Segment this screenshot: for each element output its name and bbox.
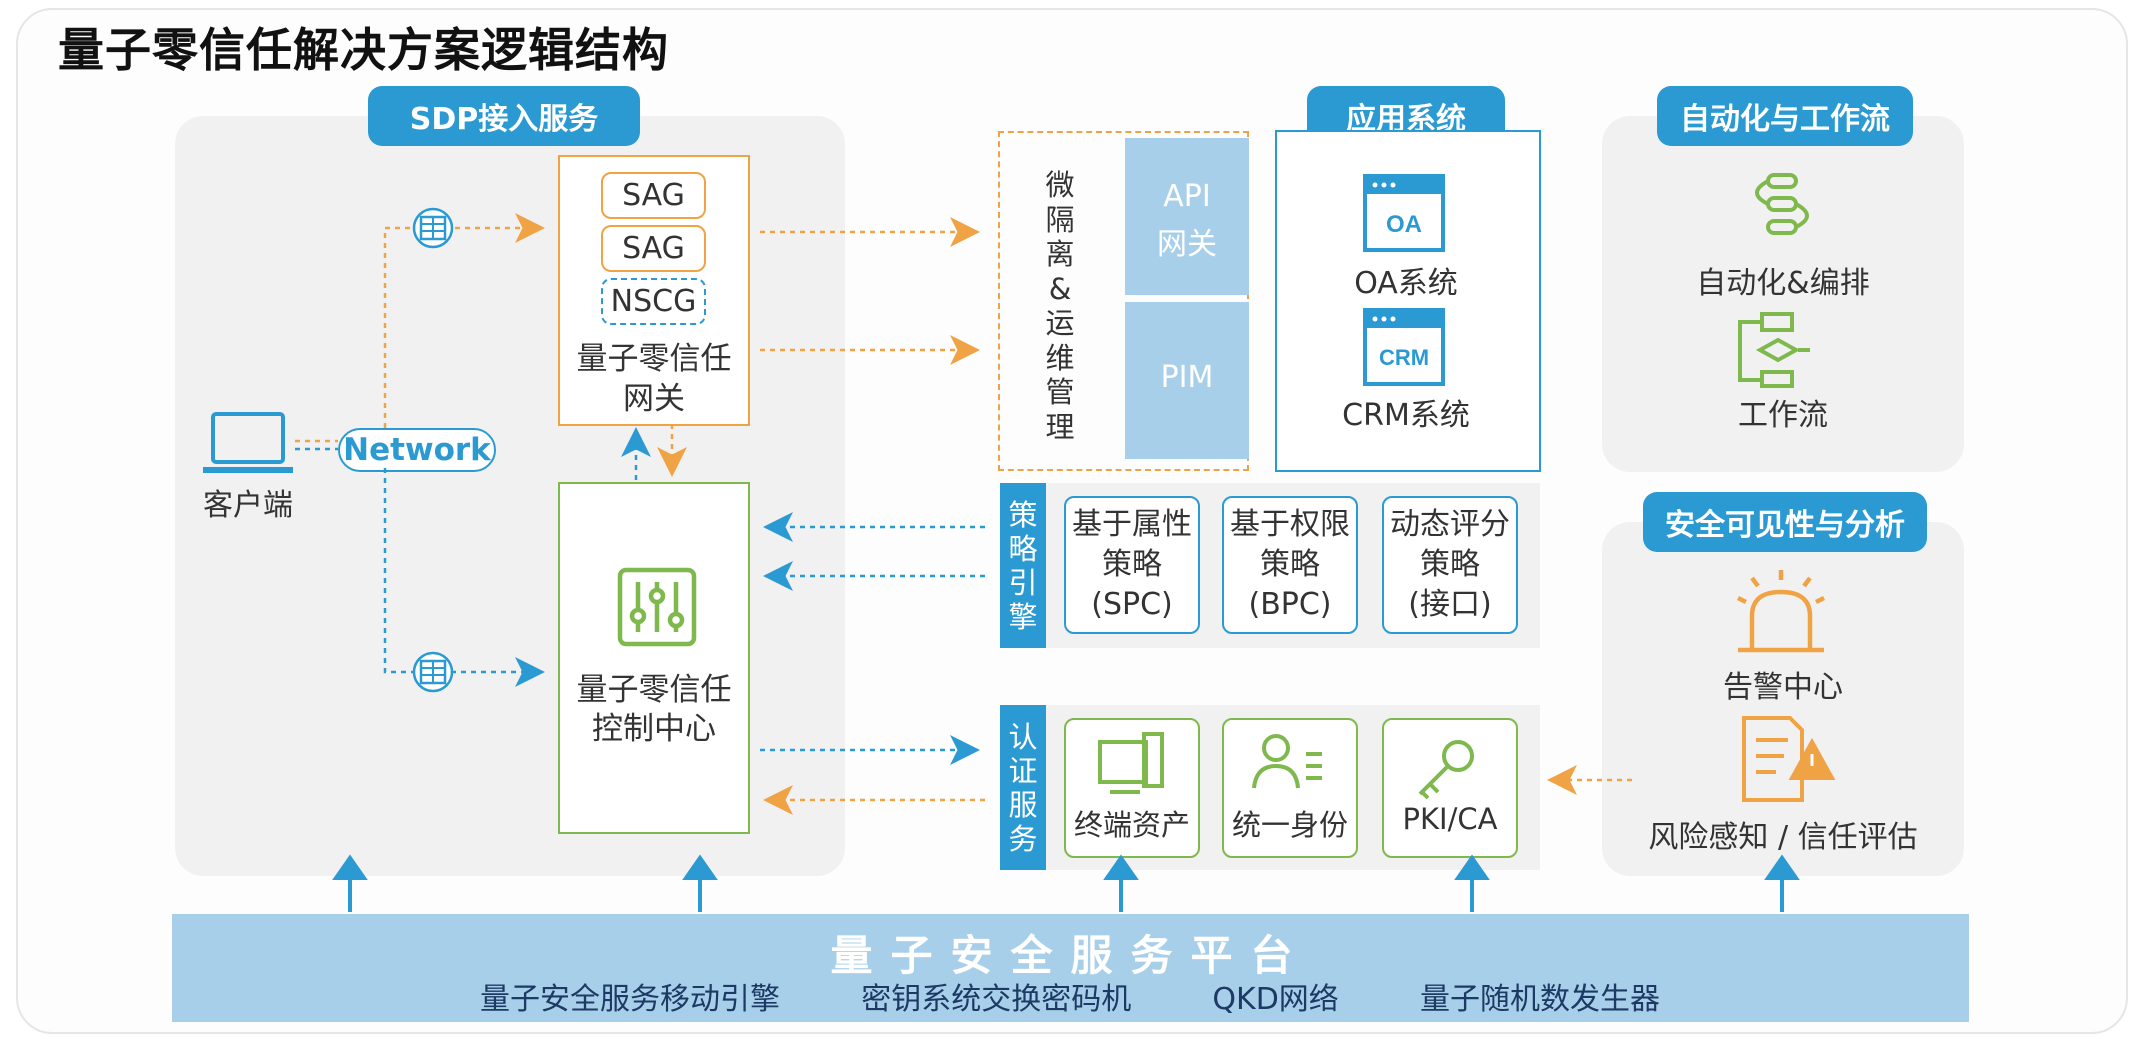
globe-icon	[412, 651, 454, 693]
nscg-box: NSCG	[601, 278, 706, 325]
network-gateway-line	[383, 213, 545, 428]
network-label: Network	[343, 432, 491, 468]
crm-window-icon: CRM	[1363, 308, 1445, 386]
platform-up-arrows	[332, 854, 1800, 912]
auth-tab-char: 认	[1008, 719, 1038, 754]
control-center-box	[558, 482, 750, 834]
key-icon	[1418, 740, 1474, 800]
workflow-icon	[1738, 312, 1810, 388]
platform-bar	[172, 914, 1969, 1022]
microseg-box	[998, 131, 1249, 471]
platform-item: 密钥系统交换密码机	[861, 982, 1132, 1017]
auth-tab-char: 务	[1008, 821, 1038, 856]
alarm-icon	[1736, 570, 1826, 653]
policy-tab-char: 略	[1008, 531, 1038, 566]
sag-box-1: SAG	[601, 172, 706, 219]
alert-center-label: 告警中心	[1723, 670, 1843, 705]
identity-label: 统一身份	[1231, 808, 1348, 842]
card-line: (BPC)	[1248, 587, 1332, 622]
policy-card-spc: 基于属性 策略 (SPC)	[1064, 496, 1200, 634]
control-label-1: 量子零信任	[576, 672, 732, 708]
terminal-asset-icon	[1098, 732, 1164, 794]
control-label-2: 控制中心	[592, 711, 716, 747]
card-line: 策略	[1102, 547, 1162, 582]
policy-card-dynamic: 动态评分 策略 (接口)	[1382, 496, 1518, 634]
microseg-char: 运	[1045, 306, 1075, 340]
card-line: 动态评分	[1390, 507, 1510, 542]
auth-service-tab: 认 证 服 务	[1000, 705, 1046, 870]
laptop-icon	[203, 412, 293, 473]
card-line: (接口)	[1408, 587, 1492, 622]
automation-flow-icon	[1755, 173, 1809, 235]
api-label-2: 网关	[1157, 227, 1217, 262]
auth-card-pki	[1382, 718, 1518, 858]
platform-items: 量子安全服务移动引擎 密钥系统交换密码机 QKD网络 量子随机数发生器	[480, 974, 1660, 1018]
auth-tab-char: 证	[1008, 753, 1038, 788]
workflow-label: 工作流	[1738, 398, 1828, 433]
oa-label: OA系统	[1354, 266, 1458, 301]
automation-header: 自动化与工作流	[1657, 86, 1913, 146]
oa-icon-text: OA	[1386, 211, 1422, 238]
globe-icon	[412, 207, 454, 249]
control-sliders-icon	[617, 567, 697, 647]
card-line: 基于权限	[1230, 507, 1350, 542]
pim-label: PIM	[1160, 360, 1214, 395]
network-control-line	[383, 468, 545, 687]
card-line: (SPC)	[1091, 587, 1173, 622]
crm-icon-text: CRM	[1379, 345, 1429, 370]
policy-tab-char: 擎	[1008, 599, 1038, 634]
pim-box	[1125, 302, 1249, 459]
policy-tab-char: 引	[1008, 565, 1038, 600]
risk-label: 风险感知 / 信任评估	[1648, 820, 1918, 855]
auth-tab-char: 服	[1008, 787, 1038, 822]
microseg-char: &	[1048, 271, 1072, 306]
gateway-label-2: 网关	[623, 381, 685, 417]
microseg-char: 离	[1045, 237, 1075, 271]
crm-label: CRM系统	[1342, 398, 1470, 433]
platform-title: 量子安全服务平台	[830, 931, 1311, 980]
api-gateway-box	[1125, 138, 1249, 295]
policy-card-bpc: 基于权限 策略 (BPC)	[1222, 496, 1358, 634]
pki-label: PKI/CA	[1402, 802, 1498, 836]
policy-tab-char: 策	[1008, 497, 1038, 532]
microseg-char: 维	[1045, 340, 1075, 375]
policy-engine-tab: 策 略 引 擎	[1000, 483, 1046, 648]
card-line: 策略	[1420, 547, 1480, 582]
risk-document-icon	[1742, 716, 1836, 802]
page-title: 量子零信任解决方案逻辑结构	[58, 23, 669, 77]
platform-item: 量子随机数发生器	[1420, 982, 1660, 1017]
auth-card-identity	[1222, 718, 1358, 858]
microseg-vertical-text: 微 隔 离 & 运 维 管 理	[1040, 168, 1080, 444]
microseg-char: 微	[1045, 168, 1075, 202]
microseg-char: 隔	[1045, 202, 1075, 237]
sdp-header: SDP接入服务	[368, 86, 640, 146]
card-line: 策略	[1260, 547, 1320, 582]
microseg-char: 管	[1045, 375, 1075, 409]
microseg-char: 理	[1045, 409, 1075, 444]
oa-window-icon: OA	[1363, 174, 1445, 252]
card-line: 基于属性	[1072, 507, 1192, 542]
sag-box-2: SAG	[601, 225, 706, 272]
network-pill	[338, 428, 496, 472]
client-label: 客户端	[203, 488, 293, 523]
automation-label: 自动化&编排	[1696, 266, 1870, 301]
platform-item: 量子安全服务移动引擎	[480, 982, 780, 1017]
security-header: 安全可见性与分析	[1643, 492, 1927, 552]
security-panel	[1602, 522, 1964, 876]
api-label-1: API	[1163, 179, 1211, 214]
gateway-label-1: 量子零信任	[576, 341, 732, 377]
terminal-label: 终端资产	[1073, 808, 1190, 842]
identity-user-icon	[1252, 734, 1322, 789]
platform-item: QKD网络	[1212, 982, 1339, 1017]
